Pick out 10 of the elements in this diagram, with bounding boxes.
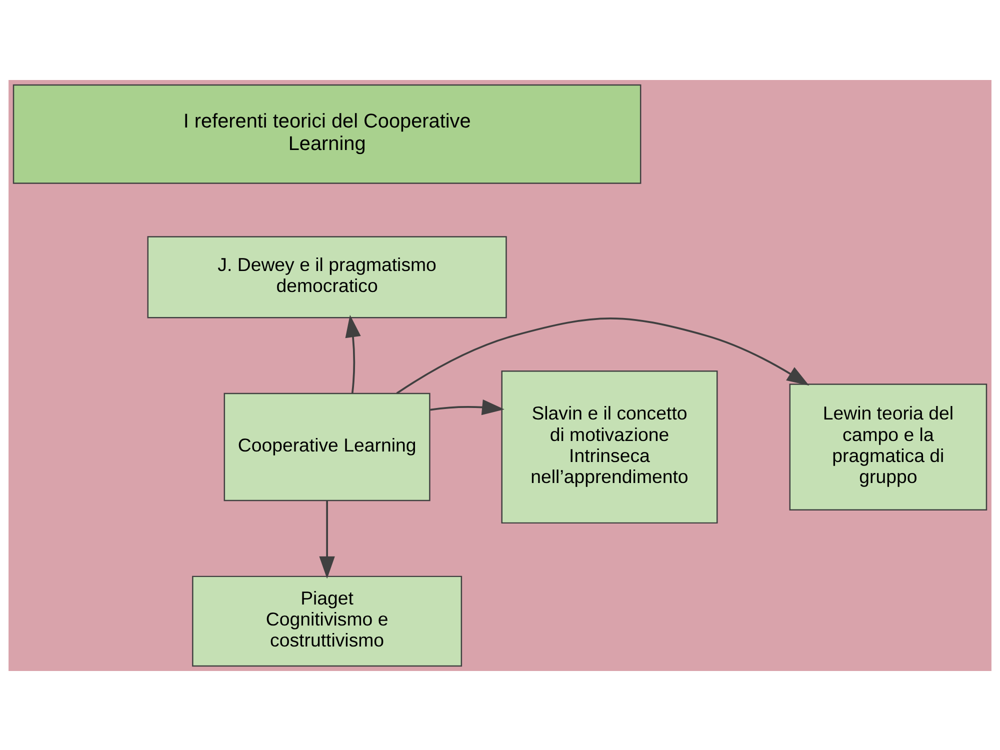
node-box: J. Dewey e il pragmatismo democratico [147,236,507,318]
node-box: Lewin teoria del campo e la pragmatica di gruppo [789,383,988,510]
arrow [430,398,504,415]
node-box: Cooperative Learning [224,392,430,501]
node-box: I referenti teorici del Cooperative Learning [12,84,642,184]
node-box: Slavin e il concetto di motivazione Intrinseca nell’apprendimento [501,370,718,524]
node-box: Piaget Cognitivismo e costruttivismo [192,575,462,666]
arrow [319,500,335,578]
arrow [345,314,361,394]
arrow [396,316,810,394]
